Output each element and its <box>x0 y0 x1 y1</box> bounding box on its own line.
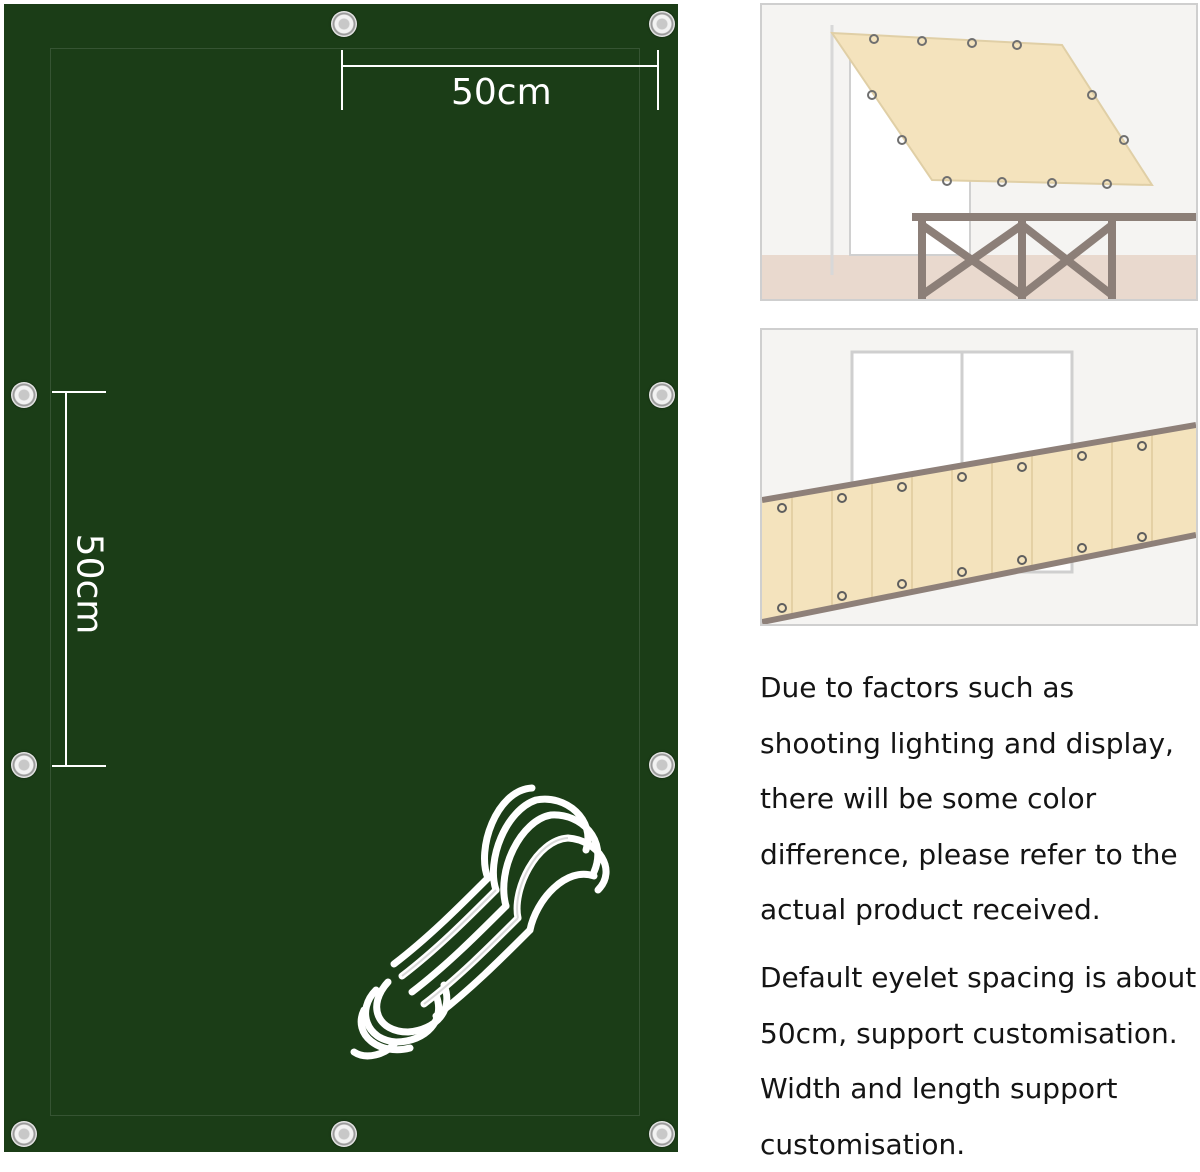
eyelet-icon <box>649 11 675 37</box>
dimension-tick <box>52 765 106 767</box>
eyelet-icon <box>649 382 675 408</box>
eyelet-icon <box>331 1121 357 1147</box>
eyelet-icon <box>331 11 357 37</box>
dimension-tick <box>657 50 659 110</box>
horizontal-dimension-label: 50cm <box>451 72 552 113</box>
dimension-tick <box>341 50 343 110</box>
eyelet-icon <box>11 1121 37 1147</box>
color-difference-note: Due to factors such as shooting lighting… <box>760 671 1178 926</box>
sheet-hem-border <box>50 48 640 1116</box>
eyelet-icon <box>11 382 37 408</box>
vertical-dimension-label: 50cm <box>68 533 110 635</box>
coiled-rope-icon <box>350 784 610 1060</box>
eyelet-icon <box>649 752 675 778</box>
dimension-tick <box>52 391 106 393</box>
eyelet-icon <box>11 752 37 778</box>
dimension-line-vertical <box>65 391 67 767</box>
green-sheet-panel: 50cm 50cm <box>4 4 678 1152</box>
balcony-railing-screen-illustration <box>760 328 1198 626</box>
balcony-canopy-illustration <box>760 3 1198 301</box>
eyelet-icon <box>649 1121 675 1147</box>
dimension-line-horizontal <box>341 65 659 67</box>
eyelet-spacing-note: Default eyelet spacing is about 50cm, su… <box>760 961 1197 1161</box>
